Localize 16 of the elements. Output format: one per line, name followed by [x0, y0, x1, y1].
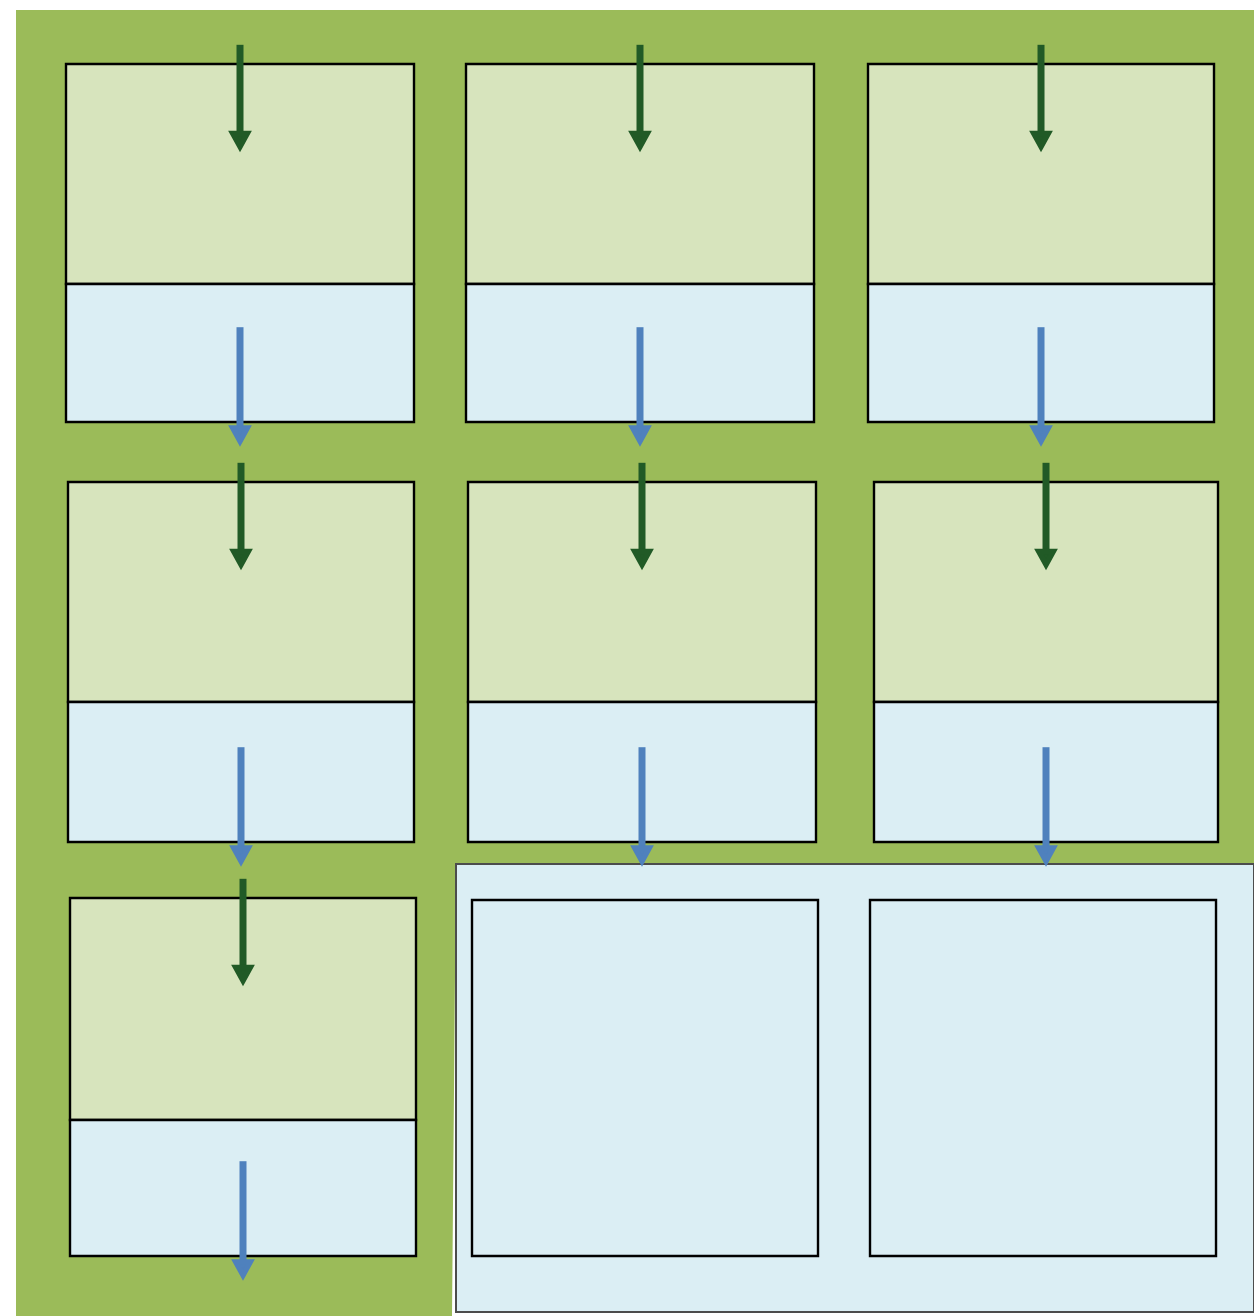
empty-box [868, 898, 1218, 1258]
lower-box [866, 282, 1216, 424]
upper-box [66, 480, 416, 704]
upper-box [68, 896, 418, 1122]
lower-box [464, 282, 816, 424]
upper-box [464, 62, 816, 286]
lower-box [68, 1118, 418, 1258]
lower-box [466, 700, 818, 844]
empty-box [470, 898, 820, 1258]
lower-box [872, 700, 1220, 844]
upper-box [866, 62, 1216, 286]
upper-box [466, 480, 818, 704]
lower-box [66, 700, 416, 844]
upper-box [64, 62, 416, 286]
upper-box [872, 480, 1220, 704]
lower-box [64, 282, 416, 424]
